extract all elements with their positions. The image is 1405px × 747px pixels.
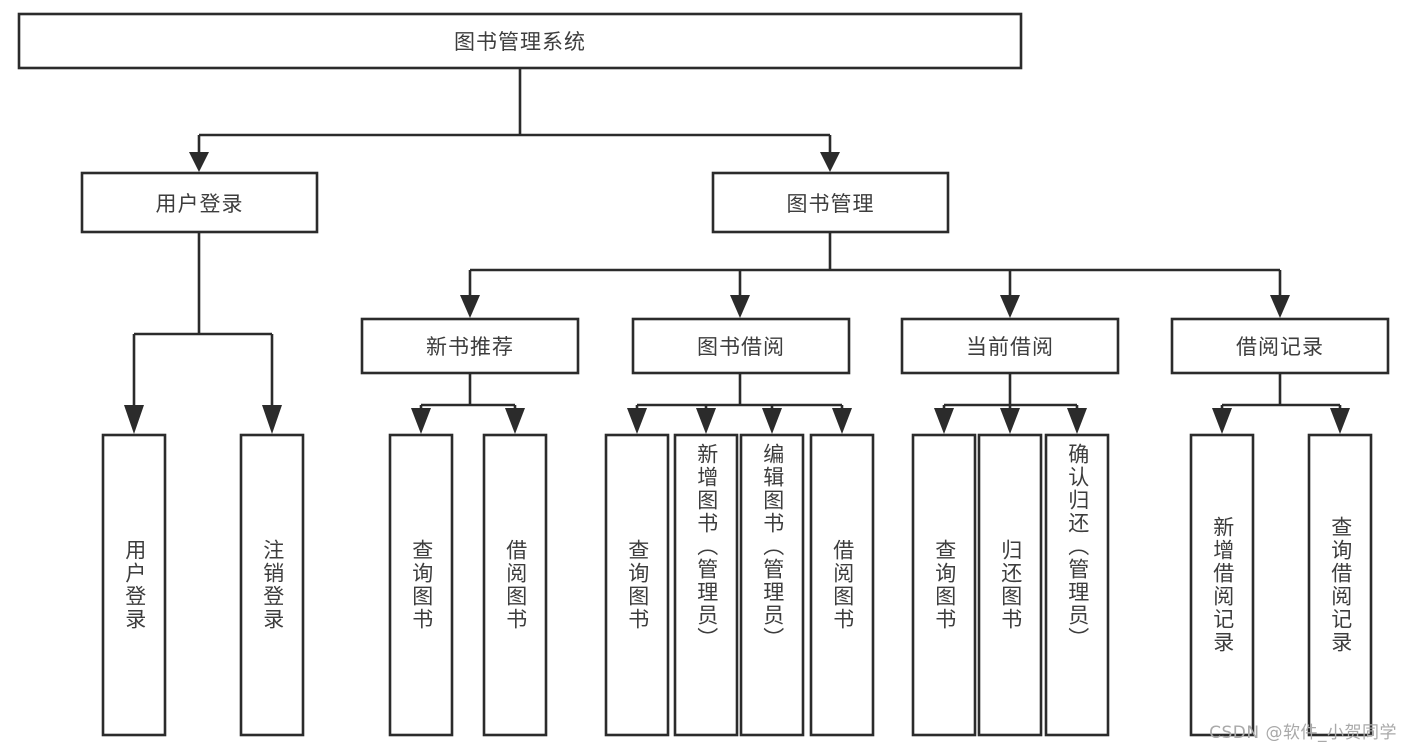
nodes-group <box>17 12 1390 737</box>
node-leaf-add-book[interactable] <box>673 433 739 737</box>
watermark-text: CSDN @软件_小贺同学 <box>1209 723 1397 743</box>
arrow-head-leaf-query-book-3 <box>934 408 954 434</box>
node-leaf-confirm-return[interactable] <box>1044 433 1110 737</box>
node-book-manage[interactable] <box>711 171 950 234</box>
arrow-head-leaf-borrow-book-2 <box>832 408 852 434</box>
connectors-group <box>124 68 1350 434</box>
arrow-head-leaf-user-login <box>124 405 144 434</box>
arrow-head-leaf-add-book <box>696 408 716 434</box>
node-leaf-borrow-book-2[interactable] <box>809 433 875 737</box>
node-leaf-user-login[interactable] <box>101 433 167 737</box>
node-borrow-record[interactable] <box>1170 317 1390 375</box>
node-leaf-edit-book[interactable] <box>739 433 805 737</box>
arrow-head-leaf-add-record <box>1212 408 1232 434</box>
arrow-head-book-borrow <box>730 295 750 318</box>
arrow-head-leaf-logout <box>262 405 282 434</box>
node-leaf-add-record[interactable] <box>1189 433 1255 737</box>
node-leaf-query-book-3[interactable] <box>911 433 977 737</box>
arrow-head-leaf-query-record <box>1330 408 1350 434</box>
node-leaf-return-book[interactable] <box>977 433 1043 737</box>
arrow-head-leaf-confirm-return <box>1067 408 1087 434</box>
arrow-head-leaf-borrow-book-1 <box>505 408 525 434</box>
node-leaf-query-book-1[interactable] <box>388 433 454 737</box>
arrow-head-borrow-record <box>1270 295 1290 318</box>
node-leaf-query-record[interactable] <box>1307 433 1373 737</box>
node-leaf-logout[interactable] <box>239 433 305 737</box>
node-leaf-borrow-book-1[interactable] <box>482 433 548 737</box>
arrow-head-new-book-recommend <box>460 295 480 318</box>
node-new-book-recommend[interactable] <box>360 317 580 375</box>
arrow-head-user-login <box>189 152 209 172</box>
arrow-head-book-manage <box>820 152 840 172</box>
arrow-head-current-borrow <box>1000 295 1020 318</box>
arrow-head-leaf-query-book-2 <box>627 408 647 434</box>
node-root[interactable] <box>17 12 1023 70</box>
arrow-head-leaf-edit-book <box>762 408 782 434</box>
arrow-head-leaf-query-book-1 <box>411 408 431 434</box>
node-book-borrow[interactable] <box>631 317 851 375</box>
arrow-head-leaf-return-book <box>1000 408 1020 434</box>
node-user-login[interactable] <box>80 171 319 234</box>
node-leaf-query-book-2[interactable] <box>604 433 670 737</box>
node-current-borrow[interactable] <box>900 317 1120 375</box>
